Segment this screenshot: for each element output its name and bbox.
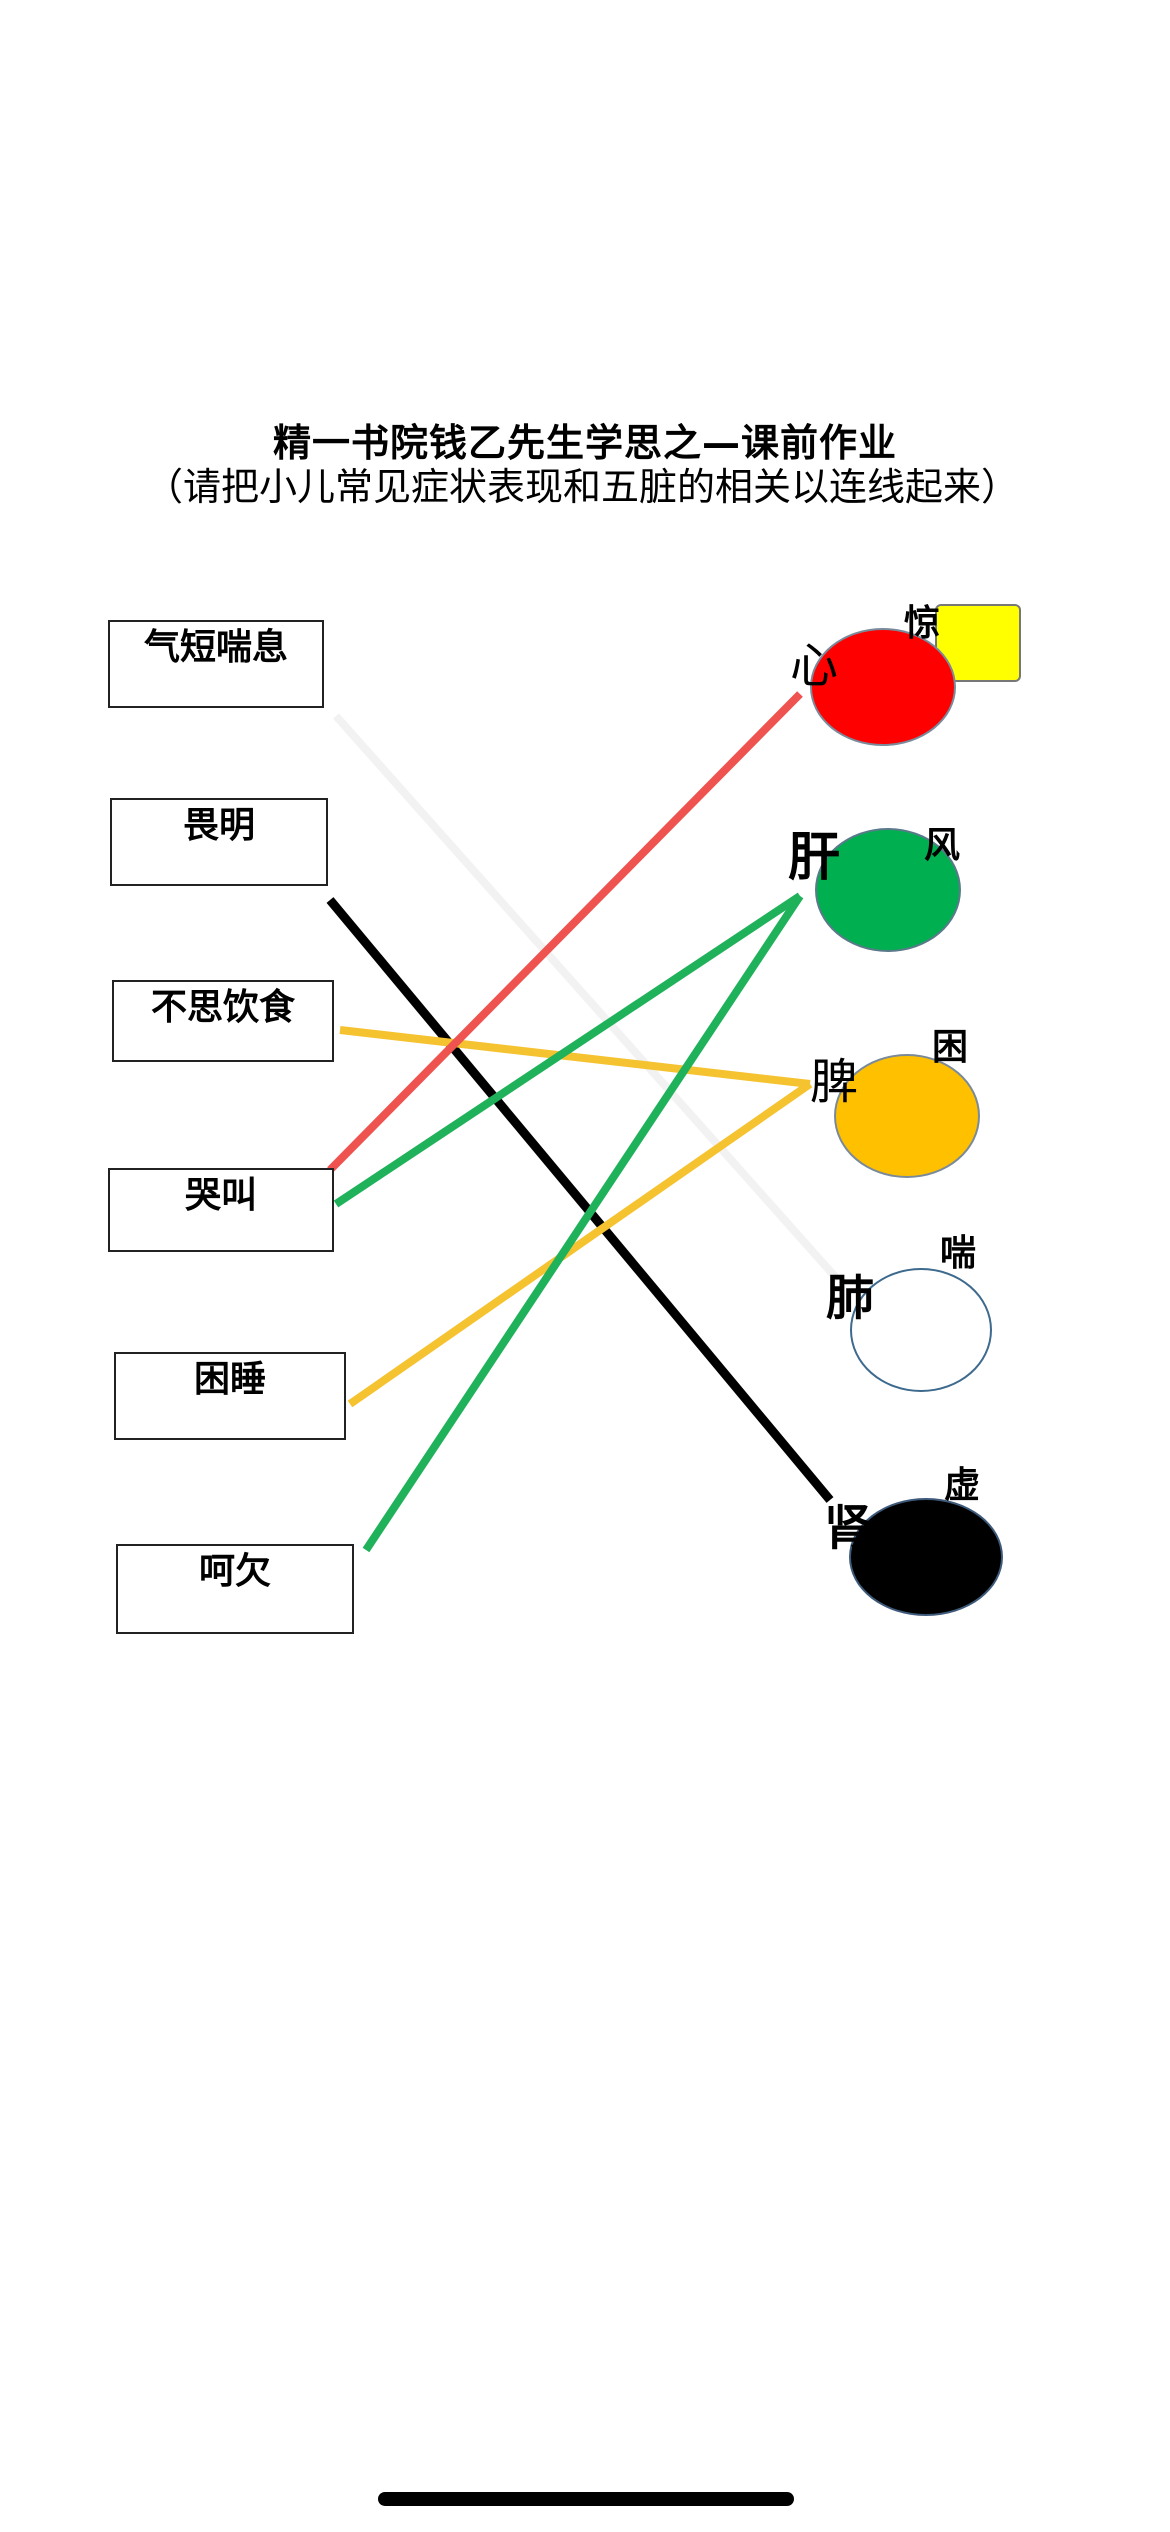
organ-circle-liver[interactable] [815,828,961,952]
symptom-box-photophobia[interactable]: 畏明 [110,798,328,886]
worksheet-instructions: （请把小儿常见症状表现和五脏的相关以连线起来） [145,465,1020,509]
symptom-box-yawning[interactable]: 呵欠 [116,1544,354,1634]
organ-circle-lung[interactable] [850,1268,992,1392]
emotion-label-fright: 惊 [904,603,941,644]
symptom-box-drowsiness[interactable]: 困睡 [114,1352,346,1440]
organ-label-liver: 肝 [788,828,841,888]
emotion-label-deficiency: 虚 [944,1465,981,1506]
symptom-box-no-appetite[interactable]: 不思饮食 [112,980,334,1062]
connection-line-6 [347,1080,813,1408]
organ-label-kidney: 肾 [824,1500,873,1556]
organ-label-spleen: 脾 [810,1054,859,1110]
emotion-label-fatigue: 困 [932,1027,969,1068]
organ-label-heart: 心 [790,638,839,694]
connection-line-7 [362,893,804,1553]
home-indicator[interactable] [378,2492,794,2506]
organ-circle-heart[interactable] [810,628,956,746]
yellow-tag [935,604,1021,682]
emotion-label-wind: 风 [924,825,961,866]
symptom-box-crying[interactable]: 哭叫 [108,1168,334,1252]
connection-line-1 [333,713,841,1283]
symptom-box-shortness-of-breath[interactable]: 气短喘息 [108,620,324,708]
organ-circle-kidney[interactable] [849,1498,1003,1616]
worksheet-title: 精一书院钱乙先生学思之—课前作业 [272,421,897,465]
connection-line-2 [326,897,834,1503]
organ-circle-spleen[interactable] [834,1054,980,1178]
connection-line-5 [333,892,803,1208]
connection-line-4 [327,691,803,1173]
organ-label-lung: 肺 [826,1270,875,1326]
emotion-label-wheeze: 喘 [940,1233,977,1274]
connection-line-3 [339,1026,811,1088]
